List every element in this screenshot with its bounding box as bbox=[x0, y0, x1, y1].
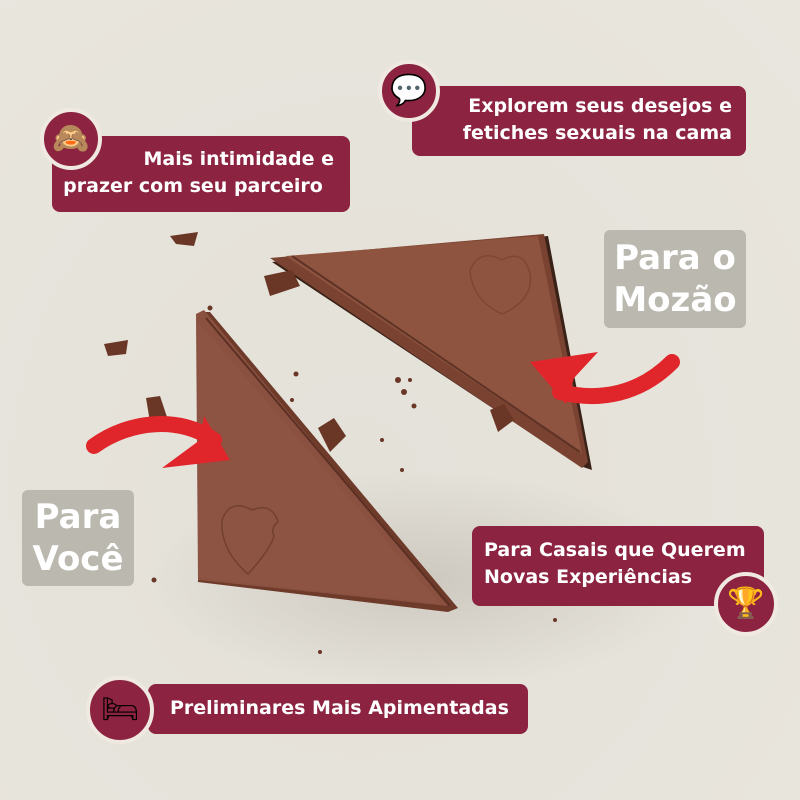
tag-you-line-1: Para bbox=[34, 497, 122, 537]
arrow-to-partner-icon bbox=[530, 352, 680, 405]
bed-icon: 🛏 bbox=[86, 676, 154, 744]
chocolate-piece-partner bbox=[270, 234, 592, 470]
badge-desires-line-1: Explorem seus desejos e bbox=[468, 95, 732, 117]
chocolate-crumbs bbox=[104, 232, 557, 654]
badge-couples-line-1: Para Casais que Querem bbox=[484, 539, 746, 561]
tag-you: Para Você bbox=[22, 490, 134, 586]
badge-couples-line-2: Novas Experiências bbox=[484, 566, 693, 588]
badge-intimacy-line-1: Mais intimidade e bbox=[143, 148, 334, 170]
arrow-to-you-icon bbox=[86, 416, 230, 468]
badge-intimacy-line-2: prazer com seu parceiro bbox=[63, 175, 323, 197]
badge-desires-line-2: fetiches sexuais na cama bbox=[462, 122, 732, 144]
tag-partner-line-2: Mozão bbox=[613, 280, 737, 320]
badge-foreplay: Preliminares Mais Apimentadas bbox=[148, 684, 528, 734]
badge-desires: Explorem seus desejos e fetiches sexuais… bbox=[412, 86, 746, 156]
see-no-evil-monkey-icon: 🙈 bbox=[40, 108, 102, 170]
speech-bubble-icon: 💬 bbox=[378, 60, 440, 122]
badge-intimacy: Mais intimidade e prazer com seu parceir… bbox=[52, 136, 350, 212]
trophy-icon: 🏆 bbox=[714, 572, 778, 636]
badge-couples: Para Casais que Querem Novas Experiência… bbox=[472, 526, 764, 606]
badge-foreplay-line-1: Preliminares Mais Apimentadas bbox=[170, 697, 509, 719]
tag-partner: Para o Mozão bbox=[604, 230, 746, 328]
tag-you-line-2: Você bbox=[32, 539, 124, 579]
tag-partner-line-1: Para o bbox=[614, 238, 736, 278]
chocolate-piece-you bbox=[196, 310, 458, 612]
